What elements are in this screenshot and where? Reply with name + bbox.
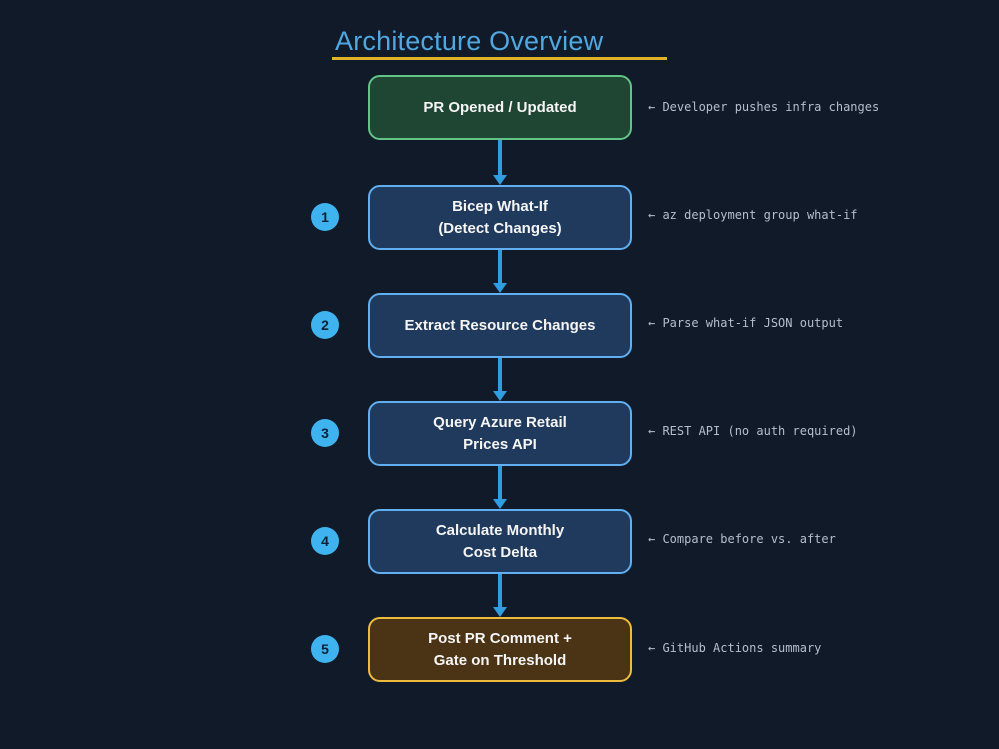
flow-arrow-head: [493, 283, 507, 293]
flow-node-bicep-whatif: Bicep What-If (Detect Changes): [368, 185, 632, 250]
flow-node-query-prices: Query Azure Retail Prices API: [368, 401, 632, 466]
step-badge-2: 2: [311, 311, 339, 339]
page-title: Architecture Overview: [335, 26, 604, 56]
flow-arrow-head: [493, 391, 507, 401]
title-underline: [332, 57, 667, 60]
flow-arrow-line: [498, 250, 502, 283]
step-badge-5: 5: [311, 635, 339, 663]
step-badge-3: 3: [311, 419, 339, 447]
annotation-step-3: ← Parse what-if JSON output: [648, 316, 844, 330]
flow-node-label: Calculate Monthly Cost Delta: [435, 521, 565, 561]
flow-node-pr-opened: PR Opened / Updated: [368, 75, 632, 140]
annotation-step-5: ← Compare before vs. after: [648, 532, 836, 546]
annotation-step-2: ← az deployment group what-if: [648, 208, 858, 222]
annotation-step-1: ← Developer pushes infra changes: [648, 100, 880, 114]
flow-arrow-head: [493, 607, 507, 617]
flow-node-pr-comment: Post PR Comment + Gate on Threshold: [368, 617, 632, 682]
flow-node-extract-changes: Extract Resource Changes: [368, 293, 632, 358]
annotation-step-6: ← GitHub Actions summary: [648, 641, 822, 655]
flow-arrow-line: [498, 466, 502, 499]
flow-node-label: Post PR Comment + Gate on Threshold: [428, 629, 572, 669]
step-badge-1: 1: [311, 203, 339, 231]
flow-arrow-line: [498, 140, 502, 175]
flow-node-label: Query Azure Retail Prices API: [433, 413, 567, 453]
flow-arrow-head: [493, 175, 507, 185]
flow-node-label: Bicep What-If (Detect Changes): [438, 197, 562, 237]
flow-node-cost-delta: Calculate Monthly Cost Delta: [368, 509, 632, 574]
flow-arrow-head: [493, 499, 507, 509]
step-badge-4: 4: [311, 527, 339, 555]
annotation-step-4: ← REST API (no auth required): [648, 424, 858, 438]
flow-arrow-line: [498, 358, 502, 391]
flow-node-label: PR Opened / Updated: [423, 98, 577, 116]
flow-arrow-line: [498, 574, 502, 607]
flow-node-label: Extract Resource Changes: [404, 316, 596, 334]
